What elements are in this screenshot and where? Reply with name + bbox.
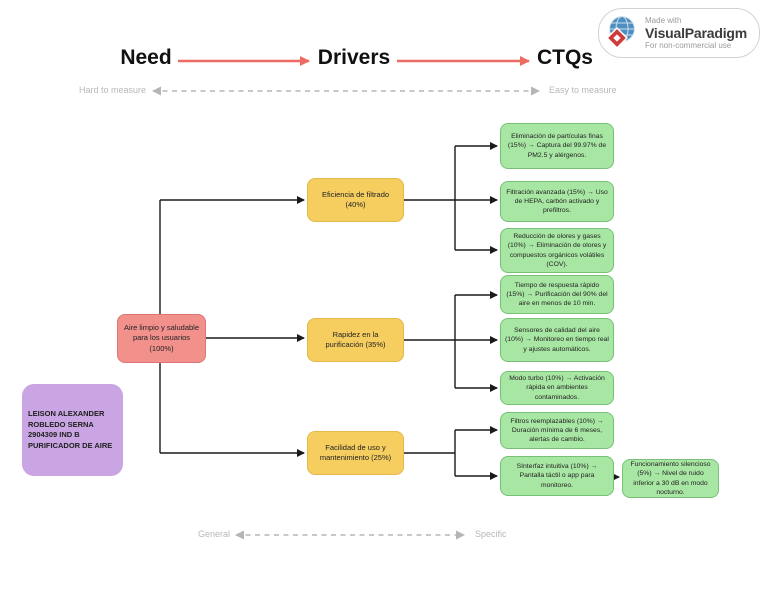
scale-lines bbox=[152, 86, 540, 540]
scale-easy-to-measure-label: Easy to measure bbox=[549, 85, 617, 95]
scale-hard-to-measure-label: Hard to measure bbox=[78, 85, 146, 95]
author-note-node[interactable]: LEISON ALEXANDER ROBLEDO SERNA 2904309 I… bbox=[22, 384, 123, 476]
watermark-brand-label: VisualParadigm bbox=[645, 24, 747, 41]
ctq-node-filtracion-avanzada[interactable]: Filtración avanzada (15%) → Uso de HEPA,… bbox=[500, 181, 614, 222]
visual-paradigm-watermark[interactable]: Made with VisualParadigm For non-commerc… bbox=[598, 8, 760, 58]
column-ctqs-label: CTQs bbox=[536, 46, 593, 69]
ctq-node-funcionamiento-silencioso[interactable]: Funcionamiento silencioso (5%) → Nivel d… bbox=[622, 459, 719, 498]
driver-node-eficiencia[interactable]: Eficiencia de filtrado (40%) bbox=[307, 178, 404, 222]
driver-node-label: Eficiencia de filtrado (40%) bbox=[321, 189, 390, 210]
visual-paradigm-logo-icon bbox=[606, 16, 635, 49]
column-need-label: Need bbox=[120, 46, 172, 69]
ctq-node-label: Reducción de olores y gases (10%) → Elim… bbox=[507, 233, 607, 268]
ctq-node-label: Funcionamiento silencioso (5%) → Nivel d… bbox=[630, 461, 711, 496]
ctq-node-label: Modo turbo (10%) → Activación rápida en … bbox=[509, 375, 605, 401]
ctq-node-reduccion-olores[interactable]: Reducción de olores y gases (10%) → Elim… bbox=[500, 228, 614, 273]
driver-node-rapidez[interactable]: Rapidez en la purificación (35%) bbox=[307, 318, 404, 362]
ctq-node-label: Eliminación de partículas finas (15%) → … bbox=[507, 133, 607, 159]
watermark-made-with-label: Made with bbox=[645, 15, 682, 25]
author-note-label: LEISON ALEXANDER ROBLEDO SERNA 2904309 I… bbox=[28, 409, 113, 450]
ctq-node-label: Filtración avanzada (15%) → Uso de HEPA,… bbox=[506, 188, 608, 215]
ctq-node-label: Tiempo de respuesta rápido (15%) → Purif… bbox=[506, 281, 608, 308]
column-drivers-label: Drivers bbox=[317, 46, 391, 69]
driver-node-facilidad[interactable]: Facilidad de uso y mantenimiento (25%) bbox=[307, 431, 404, 475]
watermark-license-label: For non-commercial use bbox=[645, 41, 732, 51]
scale-specific-label: Specific bbox=[475, 529, 507, 539]
ctq-node-sensores-calidad[interactable]: Sensores de calidad del aire (10%) → Mon… bbox=[500, 318, 614, 362]
tree-connectors bbox=[159, 142, 620, 481]
ctq-node-interfaz-intuitiva[interactable]: SInterfaz intuitiva (10%) → Pantalla tác… bbox=[500, 456, 614, 496]
driver-node-label: Rapidez en la purificación (35%) bbox=[325, 329, 386, 350]
driver-node-label: Facilidad de uso y mantenimiento (25%) bbox=[319, 442, 392, 463]
need-node[interactable]: Aire limpio y saludable para los usuario… bbox=[117, 314, 206, 363]
ctq-node-label: Filtros reemplazables (10%) → Duración m… bbox=[510, 417, 604, 444]
ctq-node-modo-turbo[interactable]: Modo turbo (10%) → Activación rápida en … bbox=[500, 371, 614, 405]
ctq-node-eliminacion-particulas[interactable]: Eliminación de partículas finas (15%) → … bbox=[500, 123, 614, 169]
ctq-node-tiempo-respuesta[interactable]: Tiempo de respuesta rápido (15%) → Purif… bbox=[500, 275, 614, 314]
scale-general-label: General bbox=[197, 529, 230, 539]
ctq-node-label: SInterfaz intuitiva (10%) → Pantalla tác… bbox=[516, 463, 598, 489]
ctq-node-label: Sensores de calidad del aire (10%) → Mon… bbox=[505, 327, 609, 353]
ctq-node-filtros-reemplazables[interactable]: Filtros reemplazables (10%) → Duración m… bbox=[500, 412, 614, 449]
need-node-label: Aire limpio y saludable para los usuario… bbox=[123, 323, 200, 353]
